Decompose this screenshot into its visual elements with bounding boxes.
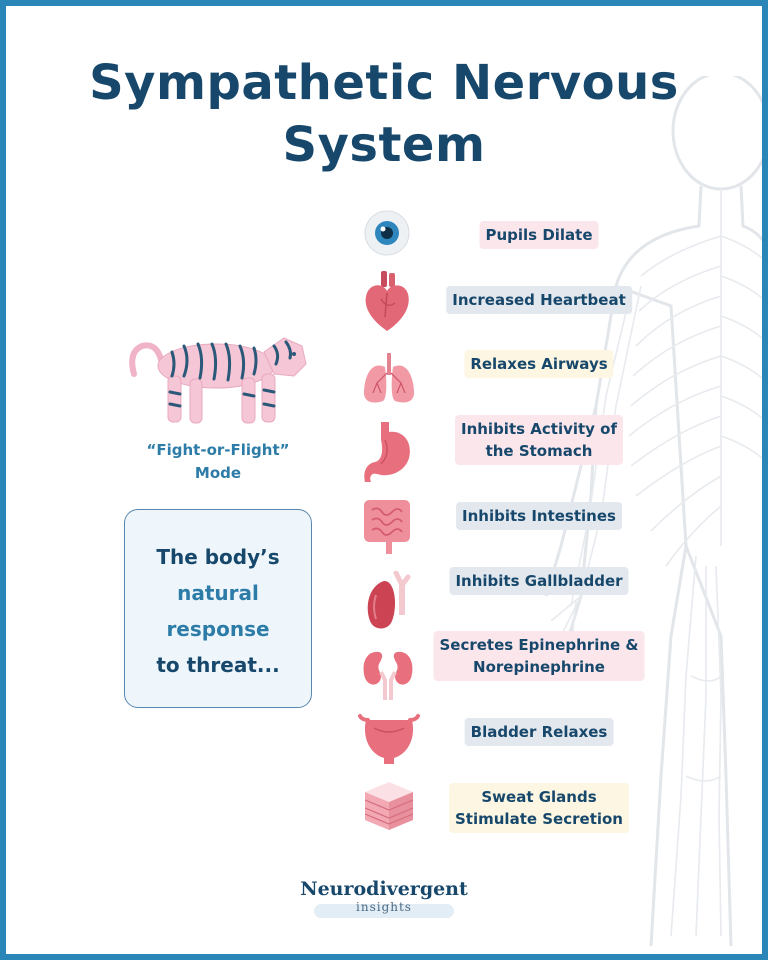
bladder-icon bbox=[358, 714, 420, 764]
page-title: Sympathetic Nervous System bbox=[89, 55, 679, 173]
effect-label: Inhibits Intestines bbox=[456, 502, 622, 530]
response-box: The body’s natural response to threat... bbox=[124, 509, 312, 708]
effect-label: Inhibits Activity of the Stomach bbox=[454, 415, 624, 465]
lungs-icon bbox=[363, 353, 415, 403]
response-line-2: natural bbox=[177, 581, 259, 605]
nervous-system-silhouette bbox=[544, 76, 762, 947]
response-line-4: to threat... bbox=[156, 653, 280, 677]
effect-label: Bladder Relaxes bbox=[464, 718, 614, 746]
gallbladder-icon bbox=[367, 571, 411, 629]
effect-label: Inhibits Gallbladder bbox=[449, 567, 629, 595]
response-line-1: The body’s bbox=[156, 545, 280, 569]
response-line-3: response bbox=[166, 617, 270, 641]
intestines-icon bbox=[364, 500, 410, 554]
tiger-icon bbox=[129, 337, 307, 424]
logo-sub-text: insights bbox=[356, 900, 412, 914]
effect-label: Pupils Dilate bbox=[479, 221, 599, 249]
logo-main-text: Neurodivergent bbox=[300, 878, 468, 900]
effect-label: Secretes Epinephrine & Norepinephrine bbox=[433, 631, 645, 681]
mode-line-2: Mode bbox=[194, 464, 242, 482]
brand-logo: Neurodivergent insights bbox=[274, 878, 494, 918]
mode-line-1: “Fight-or-Flight” bbox=[146, 441, 290, 459]
skin-icon bbox=[364, 782, 414, 830]
effect-label: Sweat Glands Stimulate Secretion bbox=[449, 783, 629, 833]
effect-label: Relaxes Airways bbox=[464, 350, 614, 378]
stomach-icon bbox=[364, 422, 410, 482]
effect-label: Increased Heartbeat bbox=[446, 286, 632, 314]
heart-icon bbox=[365, 271, 409, 331]
eye-icon bbox=[364, 210, 410, 256]
logo-brush-stroke bbox=[314, 904, 454, 918]
kidneys-icon bbox=[363, 651, 413, 700]
fight-or-flight-label: “Fight-or-Flight” Mode bbox=[118, 439, 318, 485]
